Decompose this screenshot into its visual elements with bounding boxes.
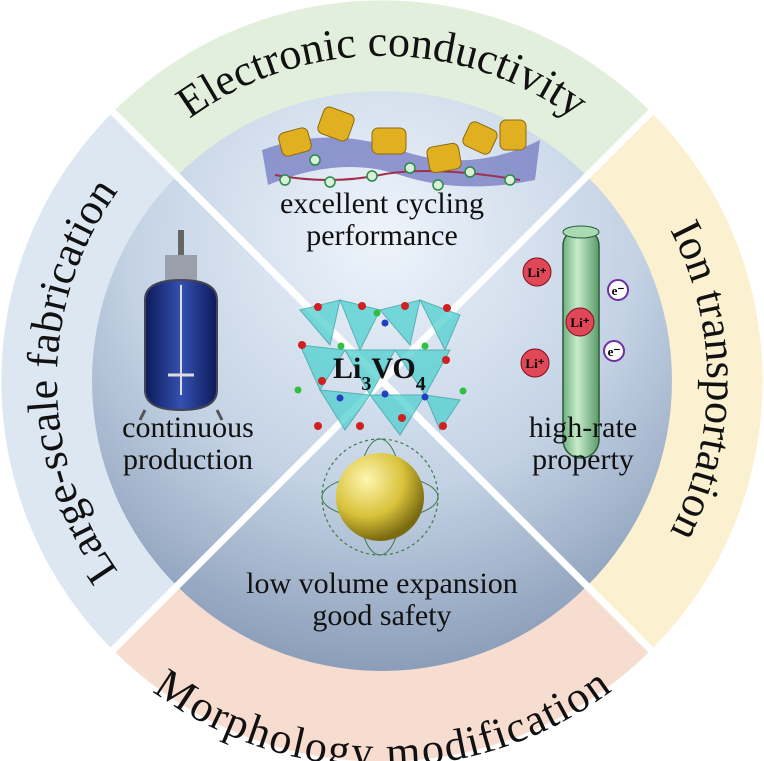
li-ion-label: Li⁺ bbox=[525, 356, 544, 371]
conductive-network-illustration bbox=[262, 106, 540, 191]
label-high-rate-line1: high-rate bbox=[528, 411, 638, 444]
label-high-rate-line2: property bbox=[532, 443, 634, 476]
divider-lines bbox=[110, 109, 654, 653]
label-cycling-line1: excellent cycling bbox=[279, 187, 485, 220]
core-shell-sphere-illustration bbox=[321, 438, 439, 556]
formula-li: Li bbox=[333, 352, 361, 385]
reactor-illustration bbox=[138, 230, 224, 421]
label-cycling-line2: performance bbox=[306, 219, 458, 252]
li3vo4-crystal-structure: Li3VO4 bbox=[294, 299, 467, 436]
ion-transport-illustration: Li⁺ Li⁺ Li⁺ e⁻ e⁻ bbox=[520, 225, 629, 459]
label-cycling: excellent cycling performance bbox=[232, 188, 532, 252]
formula-sub-4: 4 bbox=[416, 373, 426, 395]
li-ion-label: Li⁺ bbox=[570, 315, 589, 330]
label-production-line1: continuous bbox=[122, 411, 254, 444]
formula-sub-3: 3 bbox=[361, 373, 371, 395]
electron-label: e⁻ bbox=[612, 283, 625, 298]
li-ion-label: Li⁺ bbox=[527, 265, 546, 280]
label-production: continuous production bbox=[98, 412, 278, 476]
label-production-line2: production bbox=[123, 443, 253, 476]
label-volume-line2: good safety bbox=[312, 599, 452, 632]
formula-vo: VO bbox=[371, 352, 415, 385]
label-volume-line1: low volume expansion bbox=[246, 567, 518, 600]
label-volume-expansion: low volume expansion good safety bbox=[182, 568, 582, 632]
electron-label: e⁻ bbox=[608, 344, 621, 359]
label-high-rate: high-rate property bbox=[498, 412, 668, 476]
svg-text:Li3VO4: Li3VO4 bbox=[333, 352, 426, 395]
